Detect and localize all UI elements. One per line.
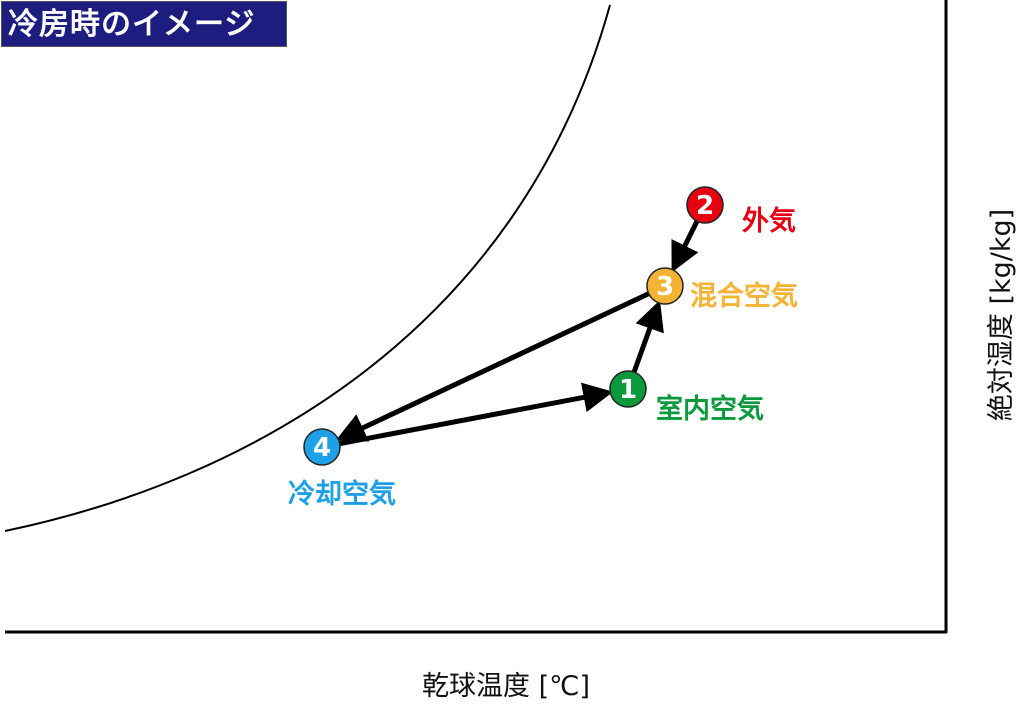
state-point-3: 3 混合空気 — [646, 267, 798, 312]
point-label: 混合空気 — [690, 280, 798, 312]
y-axis-label: 絶対湿度 [kg/kg] — [986, 209, 1017, 421]
point-number: 2 — [696, 191, 714, 221]
point-number: 3 — [656, 272, 674, 302]
flow-arrow-1-to-3 — [631, 300, 664, 373]
point-marker — [646, 267, 684, 305]
state-point-2: 2 外気 — [686, 186, 796, 237]
state-point-1: 1 室内空気 — [609, 370, 764, 425]
point-marker — [609, 370, 647, 408]
point-number: 4 — [313, 433, 331, 463]
saturation-curve — [4, 4, 611, 532]
x-axis-label: 乾球温度 [℃] — [422, 671, 590, 702]
flow-arrow-2-to-3 — [671, 220, 700, 273]
diagram-title: 冷房時のイメージ — [1, 1, 287, 47]
point-marker — [303, 428, 341, 466]
point-label: 冷却空気 — [288, 478, 396, 510]
point-marker — [686, 186, 724, 224]
flow-arrow-4-to-1 — [339, 382, 614, 447]
state-point-4: 4 冷却空気 — [288, 428, 396, 510]
flow-arrow-3-to-4 — [335, 291, 650, 442]
point-label: 外気 — [742, 205, 796, 237]
point-number: 1 — [619, 375, 637, 405]
point-label: 室内空気 — [656, 393, 764, 425]
